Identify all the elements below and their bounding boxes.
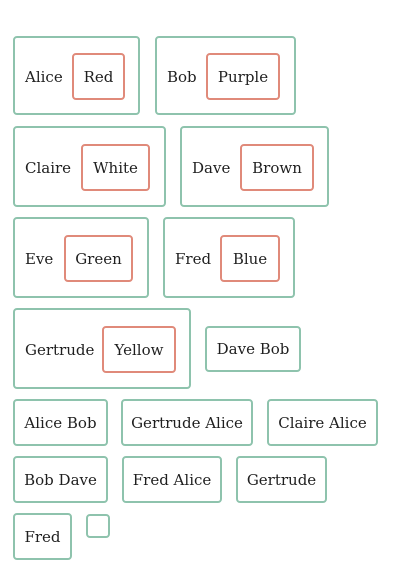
person-card-alice: Alice Red [13,36,140,115]
person-name: Claire [25,159,72,177]
pair-chip[interactable]: Claire Alice [267,399,378,446]
person-name: Bob [167,68,197,86]
color-chip[interactable]: Blue [220,235,280,282]
person-name: Alice [25,68,63,86]
color-chip[interactable]: Green [64,235,133,282]
person-name: Dave [192,159,231,177]
pair-chip[interactable]: Fred [13,513,72,560]
person-card-dave: Dave Brown [180,126,329,207]
person-card-bob: Bob Purple [155,36,296,115]
empty-chip[interactable] [86,514,110,538]
color-chip[interactable]: White [81,144,150,191]
pair-chip[interactable]: Bob Dave [13,456,108,503]
color-chip[interactable]: Red [72,53,125,100]
person-card-claire: Claire White [13,126,166,207]
color-chip[interactable]: Yellow [102,326,176,373]
person-card-eve: Eve Green [13,217,149,298]
person-name: Fred [175,250,212,268]
pair-chip[interactable]: Fred Alice [122,456,222,503]
person-card-fred: Fred Blue [163,217,295,298]
color-chip[interactable]: Brown [240,144,314,191]
pair-chip[interactable]: Gertrude Alice [121,399,253,446]
color-chip[interactable]: Purple [206,53,280,100]
pair-chip[interactable]: Alice Bob [13,399,108,446]
pair-chip[interactable]: Gertrude [236,456,327,503]
pair-chip[interactable]: Dave Bob [205,326,301,372]
person-name: Gertrude [25,341,95,359]
person-card-gertrude: Gertrude Yellow [13,308,191,389]
person-name: Eve [25,250,54,268]
